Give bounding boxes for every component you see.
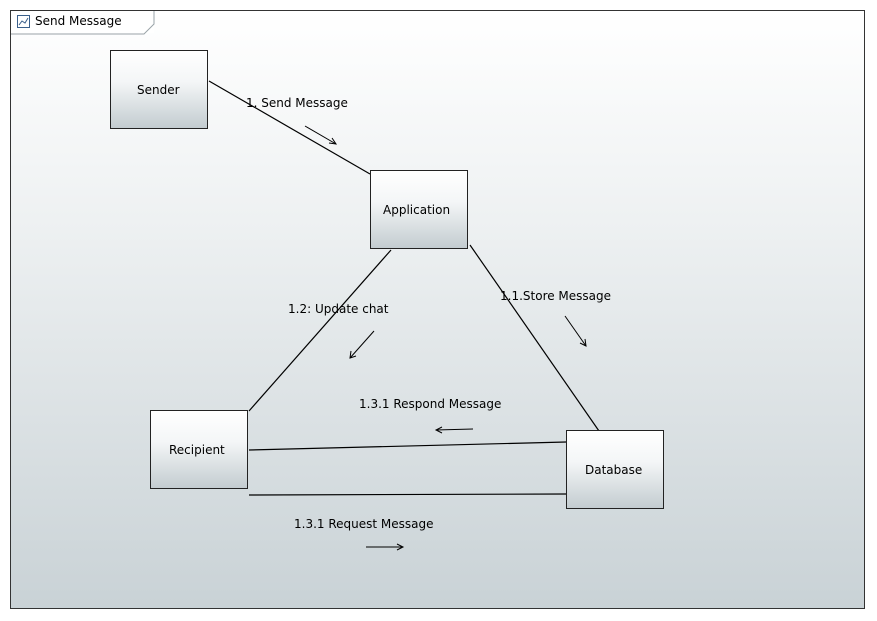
message-send-label[interactable]: 1. Send Message <box>246 96 348 110</box>
link-recipient-database-lower[interactable] <box>248 493 567 496</box>
arrow-send-message <box>304 125 338 145</box>
message-store-label[interactable]: 1.1.Store Message <box>500 289 612 303</box>
message-respond-label[interactable]: 1.3.1 Respond Message <box>359 397 502 411</box>
connector-layer <box>208 80 600 551</box>
lifeline-sender-label: Sender <box>137 82 180 97</box>
lifeline-recipient-label: Recipient <box>169 442 225 457</box>
link-application-database[interactable] <box>469 244 600 432</box>
link-recipient-database-upper[interactable] <box>248 441 567 451</box>
arrow-store-message <box>564 315 587 347</box>
message-update-label[interactable]: 1.2: Update chat <box>288 302 389 316</box>
diagram-frame: Send Message Sender <box>10 10 865 609</box>
link-application-recipient[interactable] <box>248 249 392 412</box>
lifeline-database[interactable]: Database <box>566 430 664 509</box>
communication-diagram-icon <box>17 15 30 28</box>
link-sender-application[interactable] <box>208 80 371 175</box>
lifeline-recipient[interactable]: Recipient <box>150 410 248 489</box>
lifeline-application[interactable]: Application <box>370 170 468 249</box>
diagram-title: Send Message <box>35 14 122 28</box>
arrow-update-chat <box>349 330 375 359</box>
lifeline-application-label: Application <box>383 202 451 217</box>
lifeline-sender[interactable]: Sender <box>110 50 208 129</box>
arrow-respond-message <box>434 426 474 434</box>
lifeline-database-label: Database <box>585 462 643 477</box>
diagram-title-tab[interactable]: Send Message <box>11 11 155 35</box>
title-tab-outline <box>11 11 155 35</box>
message-request-label[interactable]: 1.3.1 Request Message <box>294 517 434 531</box>
arrow-request-message <box>366 543 405 551</box>
